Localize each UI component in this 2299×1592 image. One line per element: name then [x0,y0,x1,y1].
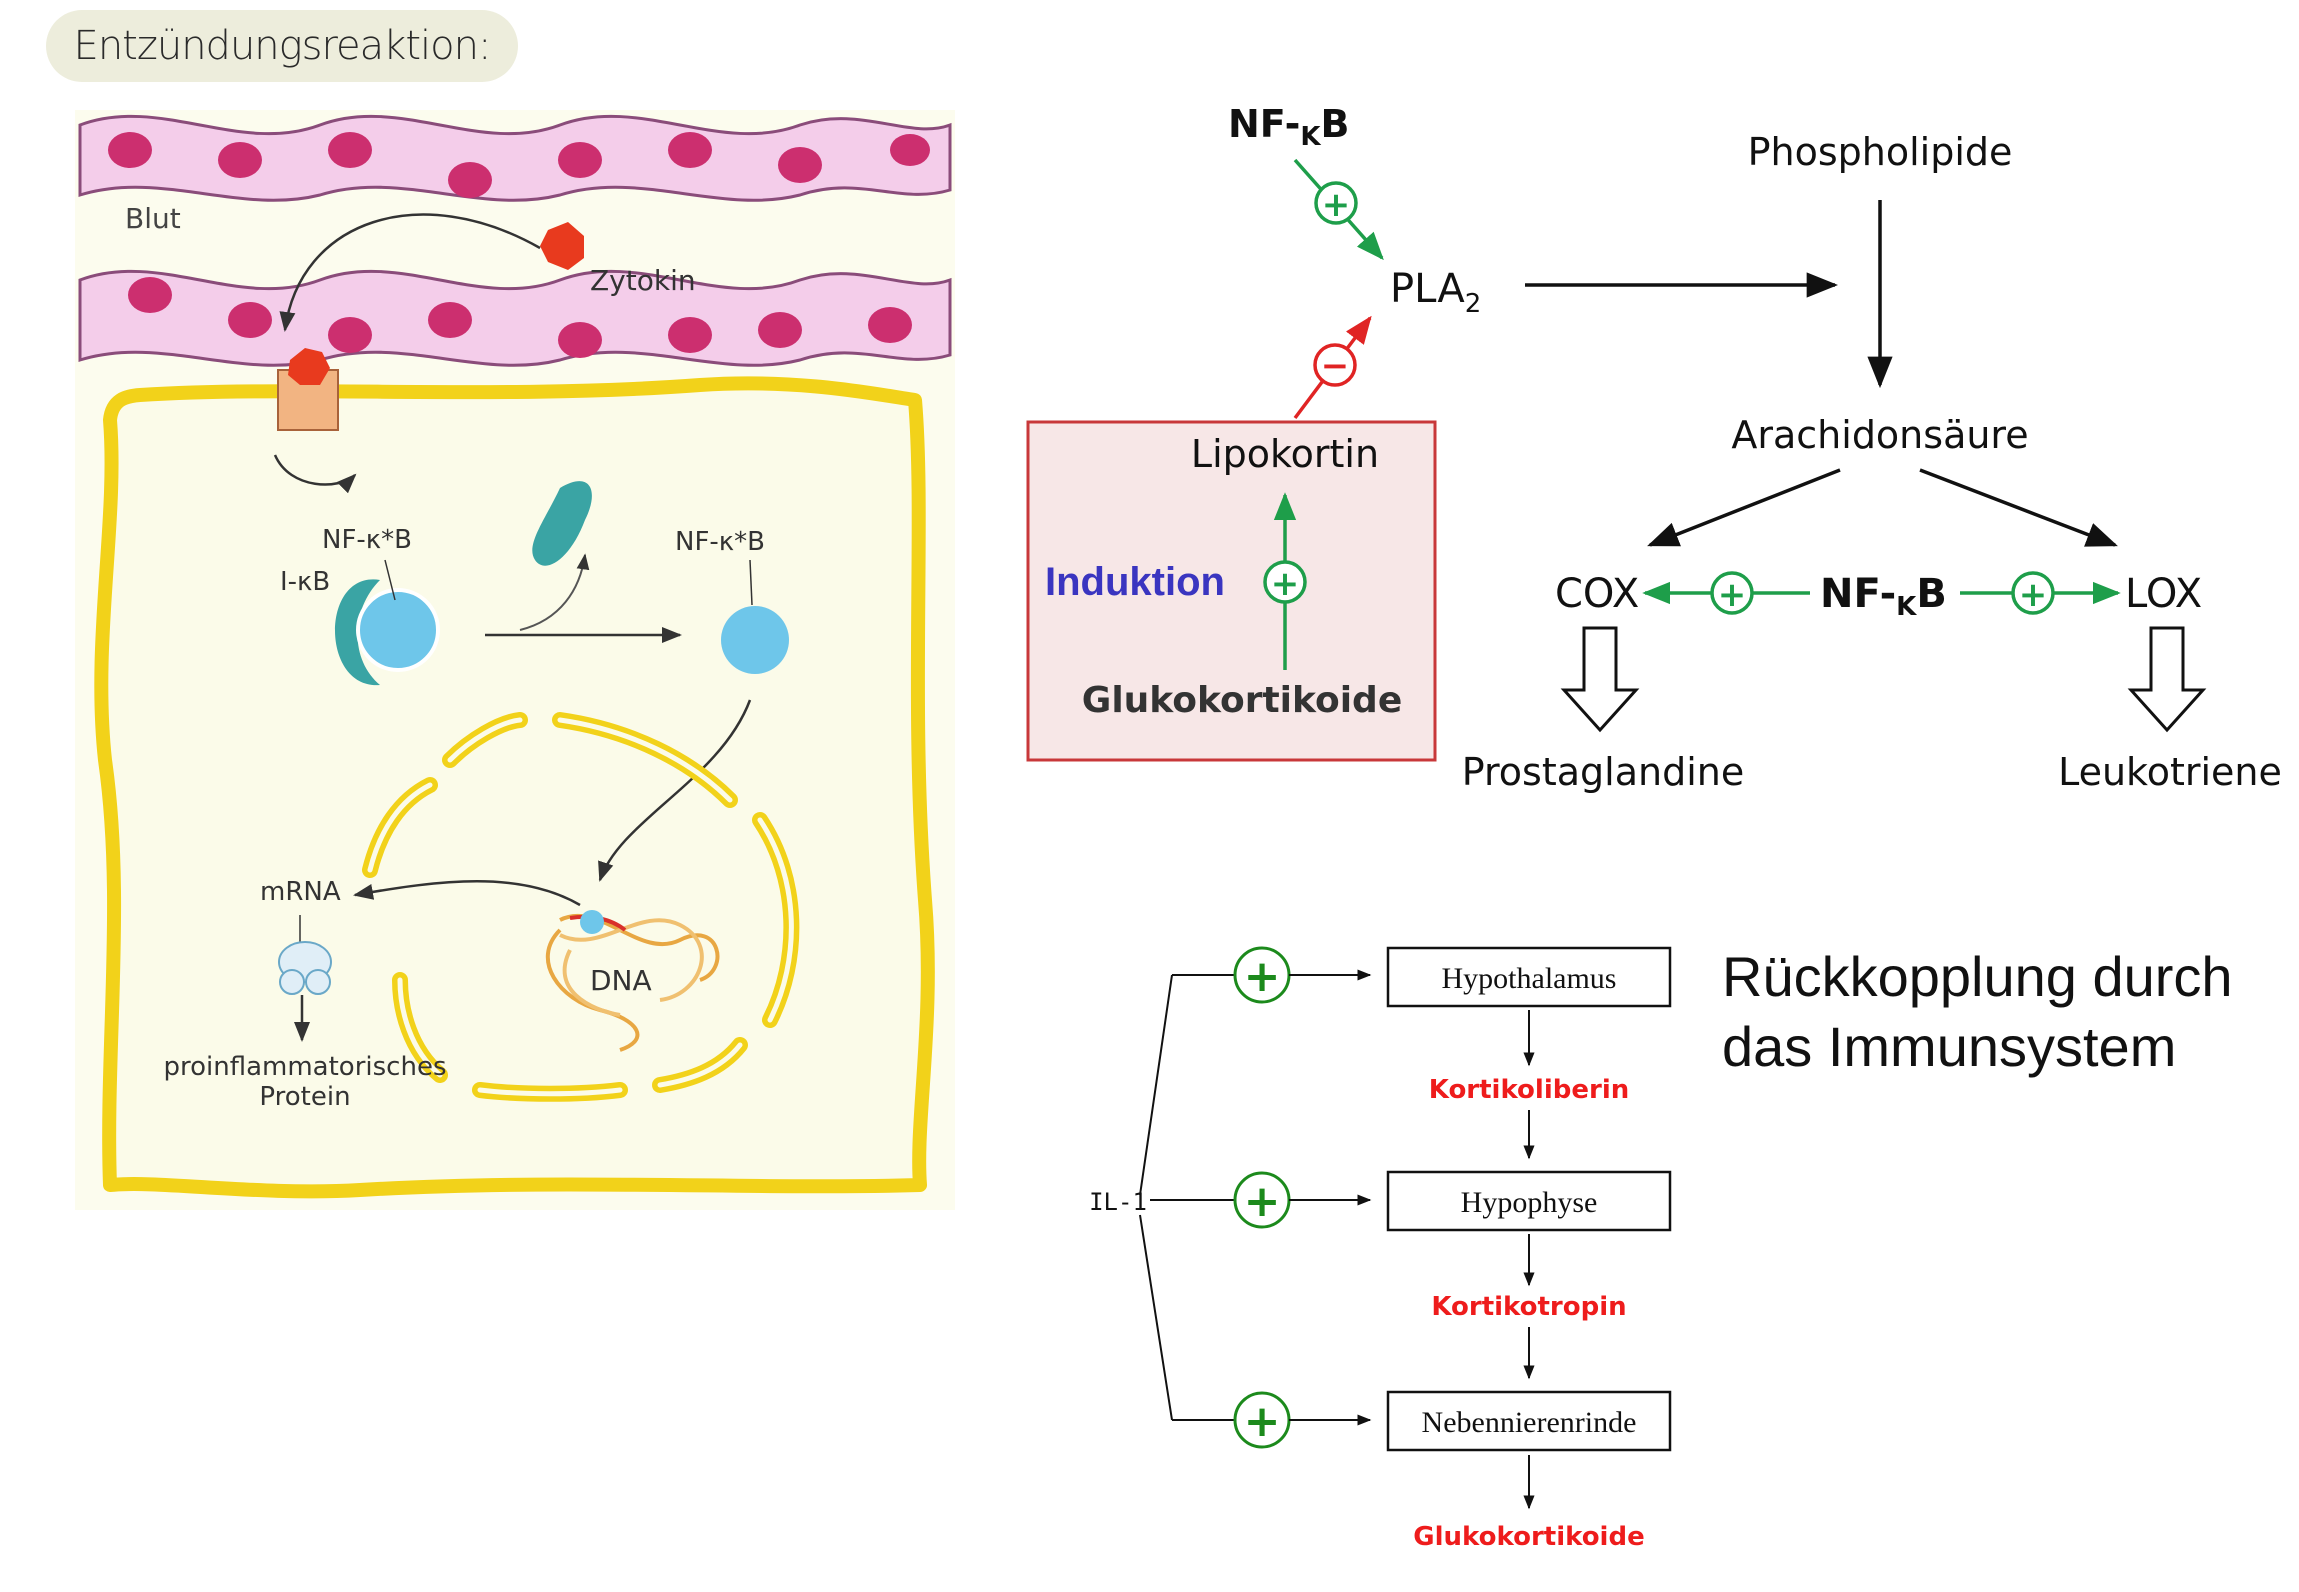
hypothalamus-box [1386,946,1672,1008]
cox-label: COX [1555,571,1639,617]
feedback-title-line1: Rückkopplung durch [1722,945,2233,1008]
release-arrow [519,553,590,631]
cytokine-label: Zytokin [590,264,696,297]
svg-text:+: + [1244,951,1281,1002]
mrna-label: mRNA [260,877,341,907]
signal-arrow [273,454,357,494]
svg-text:+: + [1244,1396,1281,1447]
lipokortin-label: Lipokortin [1191,432,1379,476]
dna-label: DNA [590,964,652,997]
blood-vessel-top-row [78,114,952,202]
prostaglandine-label: Prostaglandine [1462,750,1744,794]
induction-box [1026,420,1437,762]
blood-vessel-bottom-row [78,269,952,367]
nebennierenrinde-label: Nebennierenrinde [1422,1406,1637,1439]
arachidon-to-cox-arrow [1647,468,1841,547]
cell-illustration: Blut Zytokin NF-κ*B I-κB NF-κ*B [75,110,955,1210]
section-title: Entzündungsreaktion: [46,10,518,82]
cytokine-icon [540,222,584,270]
feedback-diagram: IL-1 + + + Hypothalamus Kortikoliberin H… [1089,946,1672,1552]
plus-sign-nebennierenrinde: + [1233,1391,1291,1449]
plus-sign-induction: + [1263,560,1307,604]
feedback-title-line2: das Immunsystem [1722,1015,2177,1078]
arachidonic-cascade: NF-KB + PLA2 − Lipokortin + Induktion Gl… [1026,102,2282,794]
induktion-label: Induktion [1045,560,1225,604]
plus-sign-pla2: + [1314,181,1358,225]
il1-label: IL-1 [1089,1188,1147,1216]
leukotriene-label: Leukotriene [2058,750,2282,794]
plus-sign-hypophyse: + [1233,1171,1291,1229]
complex-factor-shape [356,588,440,672]
complex-label: NF-κ*B [322,525,412,555]
transcription-arrow [353,880,581,907]
svg-text:+: + [2019,575,2048,615]
hypothalamus-label: Hypothalamus [1442,962,1617,995]
minus-sign-pla2: − [1313,343,1357,387]
protein-label-line1: proinflammatorisches [163,1052,446,1082]
released-inhibitor-shape [532,481,592,566]
blood-label: Blut [125,202,181,235]
lox-label: LOX [2125,571,2202,617]
kortikoliberin-label: Kortikoliberin [1429,1075,1629,1105]
svg-text:+: + [1244,1176,1281,1227]
pla2-label: PLA2 [1390,266,1481,319]
svg-text:+: + [1271,564,1300,604]
bound-cytokine-icon [288,348,330,385]
feedback-title: Rückkopplung durch das Immunsystem [1722,942,2282,1082]
plus-sign-lox: + [2011,571,2055,615]
svg-text:+: + [1322,185,1351,225]
bound-factor-shape [580,910,604,934]
protein-label-line2: Protein [259,1082,350,1112]
svg-text:−: − [1321,346,1350,386]
glukokortikoide-box-label: Glukokortikoide [1082,680,1402,721]
hypophyse-label: Hypophyse [1461,1186,1598,1219]
free-factor-shape [721,606,789,674]
arachidon-to-lox-arrow [1919,468,2118,547]
glukokortikoide-output-label: Glukokortikoide [1413,1522,1644,1552]
ribosome-icon [278,941,332,995]
inhibitor-label: I-κB [280,567,330,597]
nfkb-mid-label: NF-KB [1820,571,1947,622]
nebennierenrinde-box [1386,1390,1672,1452]
cox-product-arrow [1560,626,1640,733]
cytokine-path-arrow [279,213,541,332]
lox-product-arrow [2127,626,2207,733]
phospholipide-label: Phospholipide [1748,130,2013,174]
arachidonsaeure-label: Arachidonsäure [1731,413,2028,457]
hypophyse-box [1386,1170,1672,1232]
plus-sign-cox: + [1710,571,1754,615]
plus-sign-hypothalamus: + [1233,946,1291,1004]
nuclear-envelope-inner [367,717,794,1097]
svg-text:+: + [1718,575,1747,615]
nfkb-top-label: NF-KB [1228,102,1350,152]
nuclear-import-arrow [598,699,752,882]
kortikotropin-label: Kortikotropin [1431,1292,1626,1322]
free-factor-label: NF-κ*B [675,527,765,557]
